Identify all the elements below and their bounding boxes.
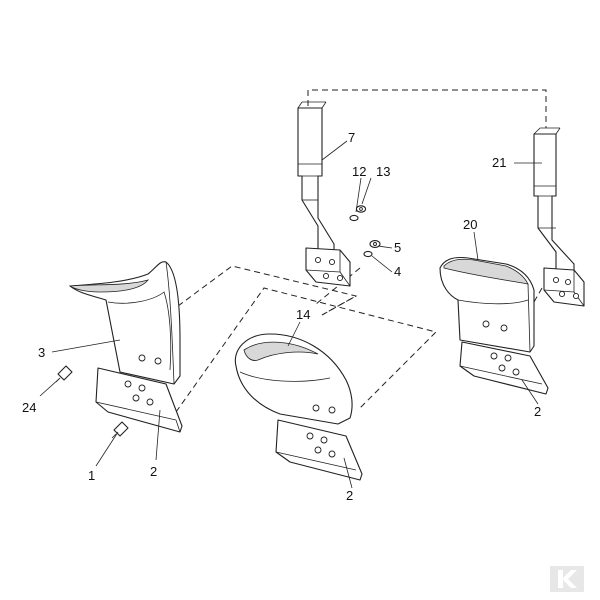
callout-7: 7 <box>348 130 355 145</box>
callout-12: 12 <box>352 164 366 179</box>
leader-lines <box>39 140 542 489</box>
callout-2-centre: 2 <box>346 488 353 503</box>
mouldboard-part-14 <box>234 333 353 425</box>
callout-13: 13 <box>376 164 390 179</box>
fasteners-12-13 <box>349 205 367 222</box>
callout-3: 3 <box>38 345 45 360</box>
callout-14: 14 <box>296 307 310 322</box>
callout-2-right: 2 <box>534 404 541 419</box>
callout-4: 4 <box>394 264 401 279</box>
fasteners-4-5 <box>363 240 381 258</box>
bolt-part-1 <box>111 421 129 439</box>
callout-21: 21 <box>492 155 506 170</box>
callout-1: 1 <box>88 468 95 483</box>
brand-logo-watermark <box>550 566 584 592</box>
callout-24: 24 <box>22 400 36 415</box>
share-part-2-right <box>459 341 549 395</box>
callout-5: 5 <box>394 240 401 255</box>
leg-part-21 <box>533 127 585 307</box>
leg-part-7 <box>297 101 351 287</box>
mouldboard-part-20 <box>439 256 535 353</box>
share-part-2-centre <box>275 419 363 481</box>
callout-20: 20 <box>463 217 477 232</box>
share-part-2-left <box>95 367 183 433</box>
callout-2-left: 2 <box>150 464 157 479</box>
mouldboard-part-3 <box>68 261 181 385</box>
callout-labels: 7 12 13 5 4 21 20 14 3 24 1 2 2 2 <box>22 130 541 503</box>
